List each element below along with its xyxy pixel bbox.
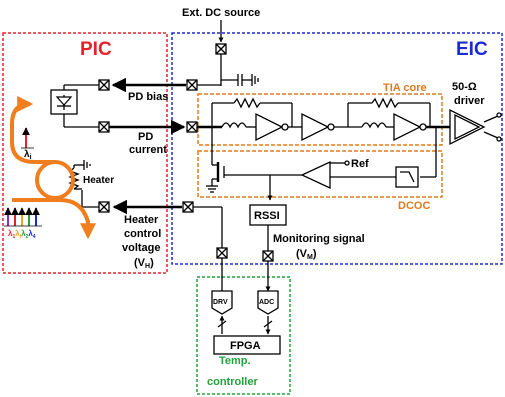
tia-inverter-1 (255, 112, 289, 142)
eic-region (171, 32, 503, 265)
wl-4: λ (28, 229, 33, 238)
pad-heater-eic (182, 201, 194, 213)
pad-heater-ctrl (216, 247, 228, 259)
rssi-label: RSSI (254, 210, 280, 222)
ring-resonator (35, 160, 75, 200)
eic-label: EIC (456, 39, 488, 60)
dcoc-amplifier (300, 160, 331, 190)
heater-ctrl-label-1: Heater (124, 214, 159, 226)
tia-inverter-3 (393, 112, 427, 142)
single-wavelength-icon (21, 127, 34, 149)
heater-ctrl-label-2: control (124, 228, 161, 240)
wl-3: λ (21, 229, 26, 238)
wl-2: λ (15, 229, 20, 238)
tia-inverter-2 (301, 112, 335, 142)
driver-label-1: 50-Ω (452, 81, 477, 93)
dcoc-transistor (206, 127, 228, 193)
output-driver (449, 108, 502, 146)
multi-wavelength-icon (4, 207, 42, 227)
multi-wavelength-labels: λ1λiλ2λ4 (8, 229, 36, 240)
tia-region (197, 93, 443, 146)
pd-bias-label: PD bias (128, 91, 168, 103)
pic-region (2, 32, 168, 274)
pad-dc-source (215, 43, 227, 55)
drop-waveguide (10, 96, 56, 164)
dcoc-label: DCOC (398, 200, 430, 212)
pad-pd-current-eic (186, 121, 198, 133)
pad-adc (257, 290, 279, 315)
tia-inductor-1 (221, 122, 247, 129)
controller-label-line1: Temp. (219, 355, 251, 367)
driver-label-2: driver (454, 95, 485, 107)
fpga-block (213, 335, 281, 355)
pad-drv (211, 290, 233, 315)
fpga-label: FPGA (230, 340, 261, 352)
pd-current-label-1: PD (138, 131, 153, 143)
tia-label: TIA core (383, 82, 427, 94)
wl-1: λ (8, 229, 13, 238)
tia-feedback-resistor-2 (371, 97, 399, 109)
single-wavelength-label: λi (24, 149, 32, 161)
heater-ctrl-label-4: (VH) (134, 257, 154, 270)
tia-inductor-2 (361, 122, 387, 129)
pad-pd-current-pic (98, 121, 110, 133)
adc-label: ADC (259, 299, 274, 306)
pad-pd-bias-pic (98, 79, 110, 91)
ext-dc-source-label: Ext. DC source (182, 7, 260, 19)
monitoring-label-2: (VM) (296, 248, 317, 261)
lowpass-filter (395, 166, 419, 188)
heater-ctrl-label-3: voltage (122, 242, 161, 254)
drv-label: DRV (213, 299, 228, 306)
controller-region (196, 276, 291, 395)
monitoring-label-1: Monitoring signal (273, 233, 365, 245)
pad-pd-bias-eic (186, 79, 198, 91)
pic-label: PIC (80, 39, 112, 60)
pd-current-label-2: current (129, 144, 167, 156)
pad-monitor (262, 250, 274, 262)
bus-waveguide (12, 198, 96, 240)
heater-label: Heater (83, 175, 114, 186)
dcoc-region (197, 150, 443, 198)
photodiode (50, 89, 78, 115)
ref-label: Ref (351, 158, 369, 170)
tia-feedback-resistor-1 (233, 97, 261, 109)
controller-label-line2: controller (207, 376, 258, 388)
pad-heater-pic (98, 201, 110, 213)
